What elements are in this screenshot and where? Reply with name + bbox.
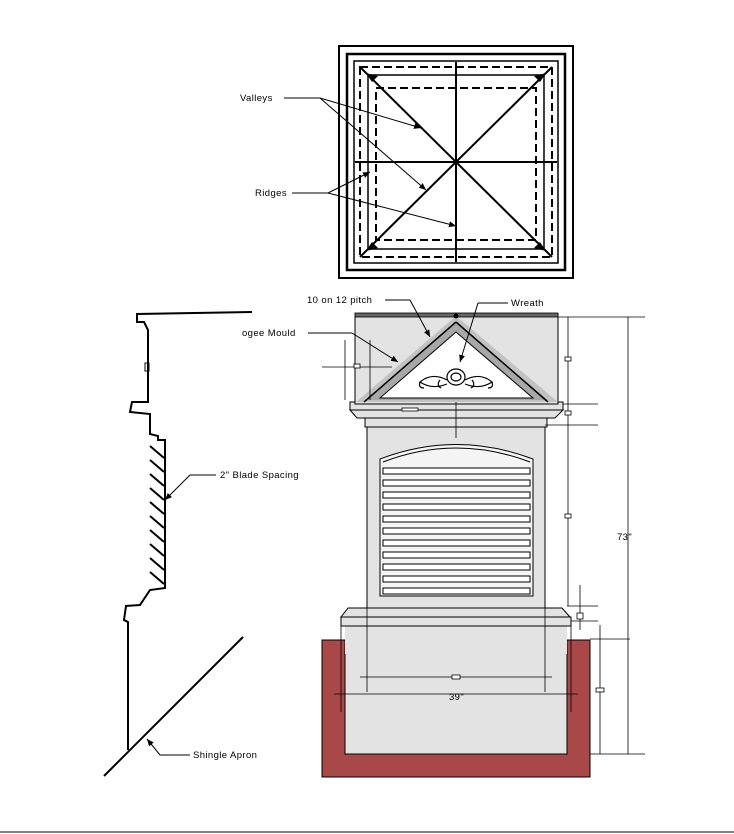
louver-blades-section [149, 445, 165, 585]
base-apron [321, 639, 591, 778]
width-dimension: 39" [449, 692, 464, 703]
ridges-label: Ridges [255, 188, 287, 199]
roof-plan-view [338, 45, 574, 279]
height-dimension: 73" [617, 532, 632, 543]
dimension-lines-bottom [334, 402, 578, 712]
wreath-label: Wreath [511, 298, 544, 309]
ogee-mould-label: ogee Mould [242, 328, 296, 339]
pediment-dimension [322, 340, 392, 400]
shingle-apron-label: Shingle Apron [193, 750, 257, 761]
section-profile [103, 311, 253, 777]
dimension-lines-right [545, 316, 645, 755]
valleys-label: Valleys [240, 93, 273, 104]
blade-spacing-label: 2" Blade Spacing [220, 470, 299, 481]
louver-window [379, 444, 534, 597]
wreath-ornament [418, 368, 494, 389]
roof-pediment [354, 312, 559, 405]
pitch-label: 10 on 12 pitch [307, 295, 372, 306]
